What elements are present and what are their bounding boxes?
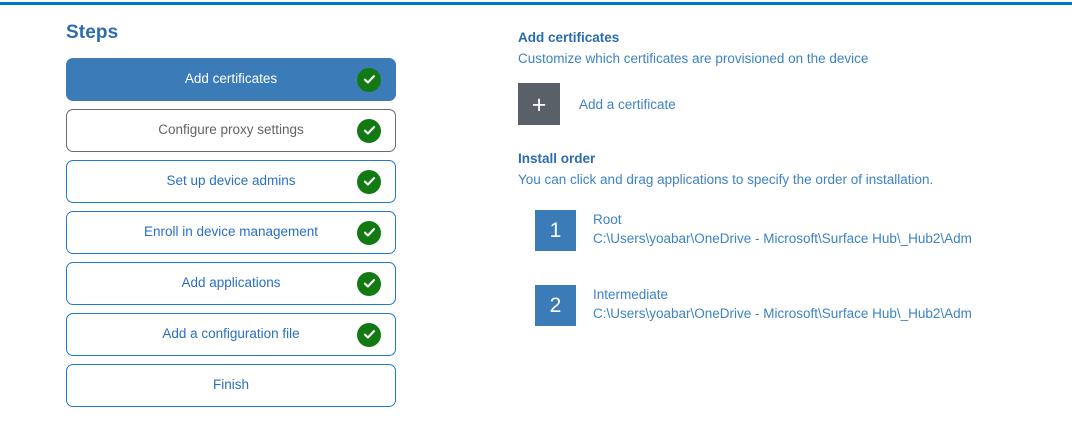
step-label: Configure proxy settings bbox=[158, 122, 304, 138]
step-button-enroll-in-device-management[interactable]: Enroll in device management bbox=[66, 211, 396, 254]
step-button-add-applications[interactable]: Add applications bbox=[66, 262, 396, 305]
plus-glyph: + bbox=[531, 91, 547, 119]
install-order-subtitle: You can click and drag applications to s… bbox=[518, 172, 934, 187]
step-button-finish[interactable]: Finish bbox=[66, 364, 396, 407]
step-label: Add a configuration file bbox=[162, 326, 300, 342]
step-label: Set up device admins bbox=[166, 173, 296, 189]
install-order-path: C:\Users\yoabar\OneDrive - Microsoft\Sur… bbox=[593, 231, 972, 247]
install-order-title: Install order bbox=[518, 151, 596, 166]
top-accent-rule bbox=[0, 2, 1072, 5]
install-order-name: Intermediate bbox=[593, 287, 669, 302]
add-certificates-section: Add certificates Customize which certifi… bbox=[518, 30, 1072, 125]
step-button-add-a-configuration-file[interactable]: Add a configuration file bbox=[66, 313, 396, 356]
check-circle-icon bbox=[357, 220, 381, 245]
install-order-index: 1 bbox=[535, 210, 576, 251]
check-circle-icon bbox=[357, 169, 381, 194]
steps-heading: Steps bbox=[66, 22, 119, 43]
check-circle-icon bbox=[357, 118, 381, 143]
step-button-set-up-device-admins[interactable]: Set up device admins bbox=[66, 160, 396, 203]
step-label: Add certificates bbox=[184, 71, 278, 87]
install-order-index: 2 bbox=[535, 285, 576, 326]
check-circle-icon bbox=[357, 67, 381, 92]
add-a-certificate-label: Add a certificate bbox=[579, 96, 676, 112]
install-order-section: Install order You can click and drag app… bbox=[518, 151, 1072, 326]
add-a-certificate-button[interactable]: + Add a certificate bbox=[518, 83, 748, 125]
install-order-path: C:\Users\yoabar\OneDrive - Microsoft\Sur… bbox=[593, 306, 972, 322]
step-label: Enroll in device management bbox=[143, 224, 319, 240]
plus-icon: + bbox=[518, 83, 560, 125]
install-order-name: Root bbox=[593, 212, 622, 227]
step-button-add-certificates[interactable]: Add certificates bbox=[66, 58, 396, 101]
step-label: Finish bbox=[212, 377, 249, 393]
check-circle-icon bbox=[357, 271, 381, 296]
detail-panel: Add certificates Customize which certifi… bbox=[460, 0, 1072, 443]
add-certificates-subtitle: Customize which certificates are provisi… bbox=[518, 51, 869, 66]
check-circle-icon bbox=[357, 322, 381, 347]
step-label: Add applications bbox=[181, 275, 281, 291]
add-certificates-title: Add certificates bbox=[518, 30, 620, 45]
step-button-configure-proxy-settings[interactable]: Configure proxy settings bbox=[66, 109, 396, 152]
